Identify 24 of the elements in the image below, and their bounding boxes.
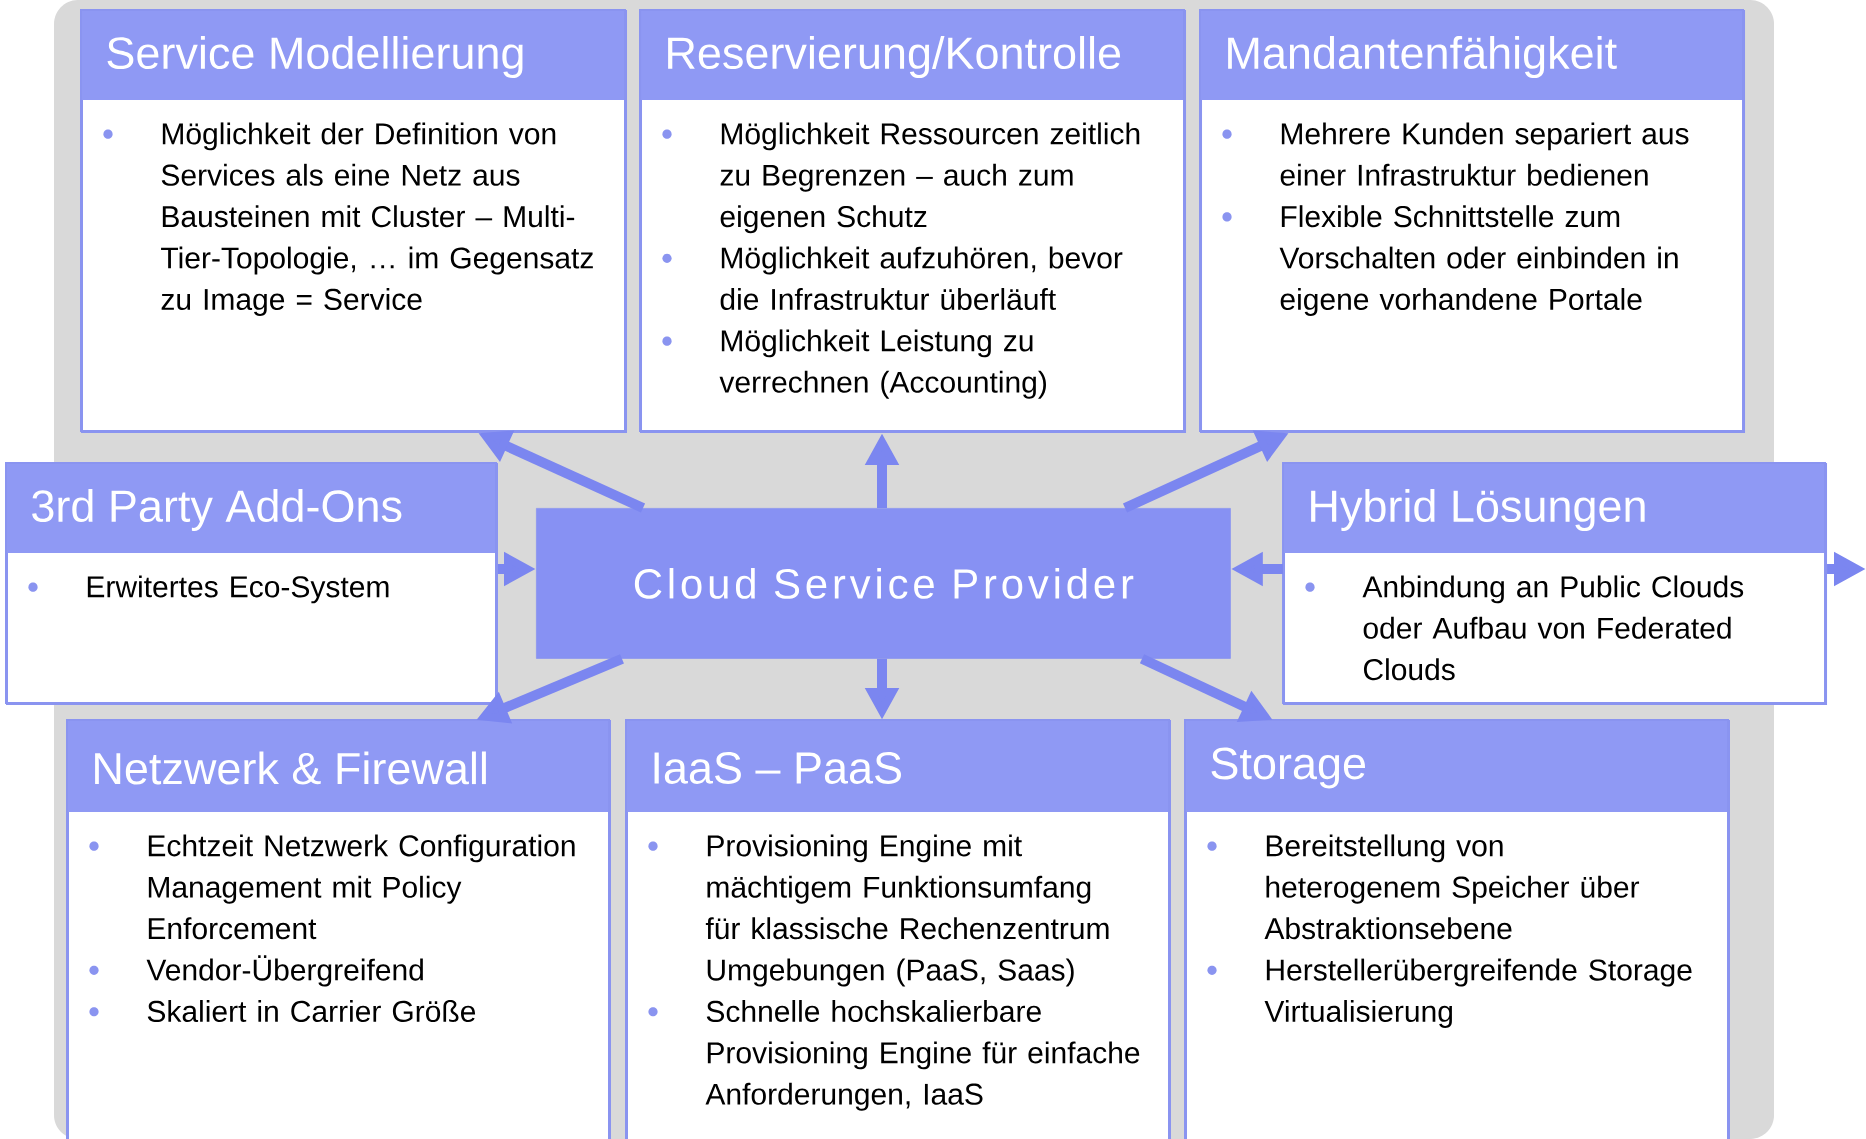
info-card: Netzwerk & Firewall Echtzeit Netzwerk Configuration Management mit Policy Enforcement Vendor-Übergreifend Skaliert in Carrier Größe (66, 719, 611, 1139)
bullet-text: Möglichkeit Ressourcen zeitlich zu Begrenzen – auch zum eigenen Schutz (720, 122, 1140, 234)
bullet-text: Möglichkeit aufzuhören, bevor die Infrastruktur überläuft (720, 246, 1123, 310)
info-card: Mandantenfähigkeit Mehrere Kunden separiert aus einer Infrastruktur bedienen Flexible Schnittstelle zum Vorschalten oder einbinden in eigene vorhandene Portale (1199, 9, 1746, 433)
bullet-text: Flexible Schnittstelle zum Vorschalten oder einbinden in eigene vorhandene Portale (1279, 205, 1678, 316)
bullet-text: Echtzeit Netzwerk Configuration Management mit Policy Enforcement (148, 834, 575, 940)
bullet-text: Möglichkeit der Definition von Services als eine Netz aus Bausteinen mit Cluster – Multi-Tier-Topologie, … im Gegensatz zu Image = Service (161, 122, 593, 316)
info-card: Hybrid Lösungen Anbindung an Public Clouds oder Aufbau von Federated Clouds (1282, 462, 1828, 705)
bullet-text: Vendor-Übergreifend (146, 955, 423, 987)
info-card: Reservierung/Kontrolle Möglichkeit Ressourcen zeitlich zu Begrenzen – auch zum eigenen Schutz Möglichkeit aufzuhören, bevor die Infrastruktur überläuft Möglichkeit Leistung zu verrechnen (Accounting) (639, 9, 1186, 433)
bullet-text: Schnelle hochskalierbare Provisioning Engine für einfache Anforderungen, IaaS (705, 1000, 1140, 1111)
info-card: Storage Bereitstellung von heterogenem Speicher über Abstraktionsebene Herstellerübergreifende Storage Virtualisierung (1184, 719, 1731, 1139)
bullet-text: Herstellerübergreifende Storage Virtualisierung (1264, 958, 1692, 1028)
center-box: Cloud Service Provider (536, 508, 1231, 659)
bullet-text: Erwitertes Eco-System (87, 575, 389, 604)
info-card: Service Modellierung Möglichkeit der Definition von Services als eine Netz aus Bausteinen mit Cluster – Multi-Tier-Topologie, … im Gegensatz zu Image = Service (80, 9, 627, 433)
bullet-text: Bereitstellung von heterogenem Speicher über Abstraktionsebene (1264, 834, 1640, 940)
bullet-text: Mehrere Kunden separiert aus einer Infrastruktur bedienen (1280, 122, 1689, 186)
info-card: IaaS – PaaS Provisioning Engine mit mächtigem Funktionsumfang für klassische Rechenzentrum Umgebungen (PaaS, Saas) Schnelle hochskalierbare Provisioning Engine für einfache Anforderungen, IaaS (625, 719, 1171, 1139)
bullet-text: Skaliert in Carrier Größe (147, 1000, 476, 1023)
bullet-text: Anbindung an Public Clouds oder Aufbau von Federated Clouds (1362, 575, 1744, 681)
bullet-text: Provisioning Engine mit mächtigem Funktionsumfang für klassische Rechenzentrum Umgebungen (PaaS, Saas) (705, 834, 1109, 987)
info-card: 3rd Party Add-Ons Erwitertes Eco-System (5, 462, 498, 705)
bullet-text: Möglichkeit Leistung zu verrechnen (Accounting) (719, 329, 1046, 399)
